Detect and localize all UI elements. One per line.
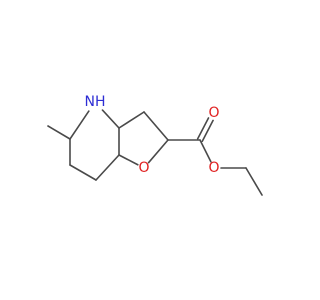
bond-o1-c7a bbox=[118, 154, 139, 166]
bond-ch2-ch3 bbox=[245, 167, 263, 196]
bond-cc-od-line-1 bbox=[196, 117, 210, 140]
bond-n4-c3a bbox=[101, 109, 120, 129]
atom-label-oe: O bbox=[208, 160, 219, 176]
bond-c7-c6 bbox=[69, 164, 97, 181]
bond-c5-n4 bbox=[69, 110, 90, 140]
atom-label-o1: O bbox=[138, 160, 149, 176]
bond-c3a-c3 bbox=[118, 111, 145, 129]
bonds-layer bbox=[47, 109, 263, 196]
atom-label-od: O bbox=[208, 105, 219, 121]
bond-cc-oe bbox=[199, 139, 212, 163]
bond-c3-c2 bbox=[143, 111, 169, 141]
atom-labels-layer: NH O O O bbox=[85, 94, 220, 176]
bond-c2-o1 bbox=[147, 139, 169, 164]
molecule-structure-diagram: NH O O O bbox=[47, 94, 263, 196]
bond-c7a-c7 bbox=[95, 154, 120, 181]
bond-cc-od-line-2 bbox=[201, 119, 214, 142]
atom-label-n4: NH bbox=[85, 94, 106, 110]
bond-me-c5 bbox=[47, 125, 71, 140]
